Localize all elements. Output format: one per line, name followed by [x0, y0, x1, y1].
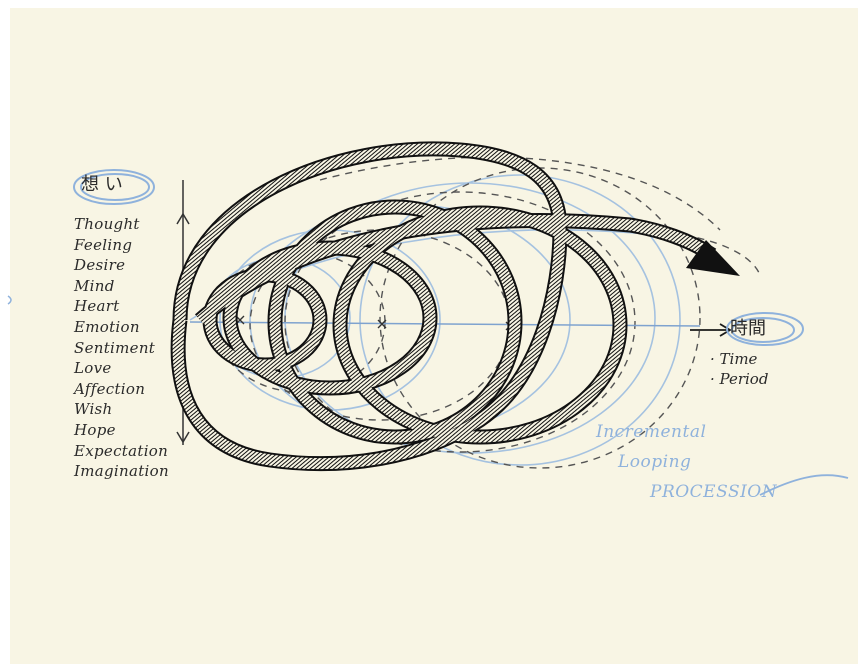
word-expectation: Expectation: [74, 441, 194, 462]
word-feeling: Feeling: [74, 235, 194, 256]
emotion-word-list: Thought Feeling Desire Mind Heart Emotio…: [74, 214, 194, 482]
kanji-thought-label: 想 い: [81, 176, 123, 194]
word-affection: Affection: [74, 379, 194, 400]
time-label: · Time: [710, 352, 757, 367]
edge-mark: [8, 296, 11, 304]
word-wish: Wish: [74, 399, 194, 420]
word-desire: Desire: [74, 255, 194, 276]
word-mind: Mind: [74, 276, 194, 297]
hatched-spiral: [178, 149, 712, 464]
blue-note-line-2: Looping: [618, 452, 691, 472]
word-heart: Heart: [74, 296, 194, 317]
word-love: Love: [74, 358, 194, 379]
word-hope: Hope: [74, 420, 194, 441]
blue-note-line-1: Incremental: [596, 422, 706, 442]
word-emotion: Emotion: [74, 317, 194, 338]
kanji-time-label: 時間: [730, 320, 766, 338]
word-imagination: Imagination: [74, 461, 194, 482]
word-thought: Thought: [74, 214, 194, 235]
word-sentiment: Sentiment: [74, 338, 194, 359]
period-label: · Period: [710, 372, 768, 387]
blue-note-line-3: PROCESSION: [650, 482, 777, 502]
